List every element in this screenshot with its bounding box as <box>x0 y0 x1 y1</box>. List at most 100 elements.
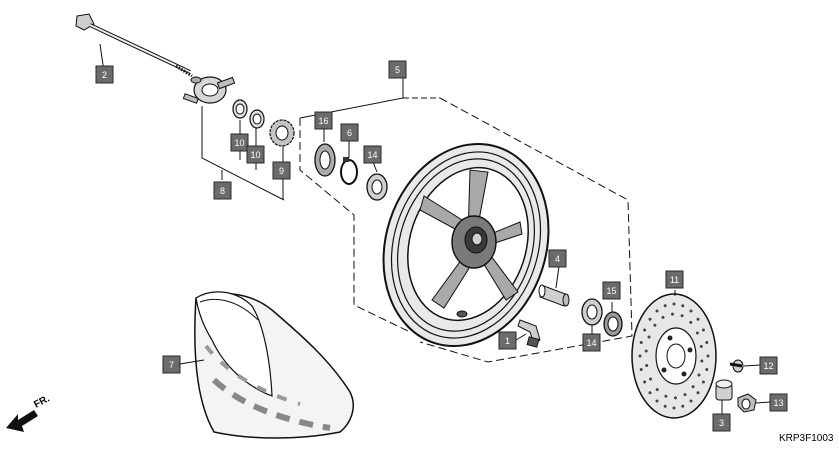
disc-hole <box>705 341 709 344</box>
callout-c8: 8 <box>213 181 232 200</box>
callout-number: 4 <box>555 254 560 264</box>
disc-hole <box>705 368 709 371</box>
leader-lines <box>99 43 771 414</box>
disc-hole <box>701 380 705 384</box>
washer-ring-drawing <box>249 109 265 129</box>
callout-c13: 13 <box>769 393 788 412</box>
callout-box <box>388 60 407 79</box>
callout-c10a: 10 <box>230 133 249 152</box>
callout-number: 14 <box>586 338 596 348</box>
disc-hole <box>661 315 665 319</box>
disc-hole <box>649 377 653 381</box>
disc-hole <box>697 373 701 377</box>
disc-hole <box>644 349 648 353</box>
callout-box <box>95 65 114 84</box>
callout-number: 10 <box>234 138 244 148</box>
disc-hole <box>681 404 685 408</box>
disc-hole <box>639 341 643 344</box>
dust-seal-drawing <box>314 143 336 177</box>
front-direction-arrow: FR. <box>6 393 52 432</box>
wheel-rim-drawing <box>382 142 550 348</box>
air-valve-drawing <box>517 319 541 348</box>
brake-disc-drawing <box>631 293 717 419</box>
distance-collar-drawing <box>538 284 570 307</box>
callout-box <box>213 181 232 200</box>
disc-hole <box>701 328 705 332</box>
speedometer-gearbox-drawing <box>182 76 236 104</box>
disc-hole <box>681 304 685 308</box>
disc-hole <box>691 385 695 389</box>
disc-hole <box>671 312 674 316</box>
callout-number: 6 <box>347 128 352 138</box>
callout-c14a: 14 <box>363 145 382 164</box>
disc-hole <box>648 391 652 395</box>
callout-c2: 2 <box>95 65 114 84</box>
callout-c6: 6 <box>340 123 359 142</box>
callout-box <box>759 356 778 375</box>
callout-number: 12 <box>763 361 773 371</box>
disc-hole <box>699 345 703 348</box>
callout-c16: 16 <box>314 111 333 130</box>
disc-hole <box>689 399 693 403</box>
callout-box <box>665 270 684 289</box>
front-direction-label: FR. <box>32 393 52 410</box>
callout-box <box>548 249 567 268</box>
bearing-right-drawing <box>581 298 603 326</box>
disc-hole <box>683 393 687 397</box>
callout-box <box>712 413 731 432</box>
disc-hole <box>689 309 693 313</box>
disc-hole <box>647 335 651 339</box>
callout-c14b: 14 <box>582 333 601 352</box>
diagram-code: KRP3F1003 <box>779 433 834 444</box>
circlip-drawing <box>340 157 358 185</box>
disc-hole <box>696 317 700 321</box>
callout-c9: 9 <box>272 161 291 180</box>
callout-c1: 1 <box>498 331 517 350</box>
callout-c12: 12 <box>759 356 778 375</box>
disc-hole <box>643 328 647 332</box>
callout-box <box>602 281 621 300</box>
callout-number: 13 <box>773 398 783 408</box>
disc-hole <box>655 309 659 313</box>
callout-number: 2 <box>102 70 107 80</box>
disc-hole <box>700 359 704 363</box>
callout-number: 1 <box>505 336 510 346</box>
disc-hole <box>655 399 659 403</box>
callout-box <box>582 333 601 352</box>
callout-number: 9 <box>279 166 284 176</box>
callout-box <box>498 331 517 350</box>
callout-box <box>314 111 333 130</box>
callout-c11: 11 <box>665 270 684 289</box>
callout-number: 3 <box>719 418 724 428</box>
disc-hole <box>706 354 710 358</box>
callout-number: 5 <box>395 65 400 75</box>
callout-box <box>363 145 382 164</box>
callout-c10b: 10 <box>246 145 265 164</box>
disc-hole <box>648 317 652 321</box>
disc-hole <box>680 314 684 318</box>
callout-number: 7 <box>169 360 174 370</box>
disc-hole <box>695 331 699 335</box>
disc-hole <box>645 364 649 367</box>
disc-hole <box>643 380 647 384</box>
disc-hole <box>674 396 677 400</box>
callout-box <box>340 123 359 142</box>
disc-hole <box>672 406 676 410</box>
callout-number: 11 <box>670 275 679 285</box>
tire-drawing <box>194 291 354 439</box>
gear-retainer-drawing <box>269 119 295 147</box>
disc-hole <box>696 391 700 395</box>
callout-number: 8 <box>220 186 225 196</box>
disc-hole <box>664 394 668 398</box>
disc-hole <box>639 368 643 371</box>
axle-nut-drawing <box>737 393 757 413</box>
callout-box <box>272 161 291 180</box>
callout-c5: 5 <box>388 60 407 79</box>
callout-c3: 3 <box>712 413 731 432</box>
callout-number: 10 <box>250 150 260 160</box>
callout-c7: 7 <box>162 355 181 374</box>
dust-seal-right-drawing <box>603 311 623 337</box>
disc-bolt-drawing <box>729 359 744 373</box>
